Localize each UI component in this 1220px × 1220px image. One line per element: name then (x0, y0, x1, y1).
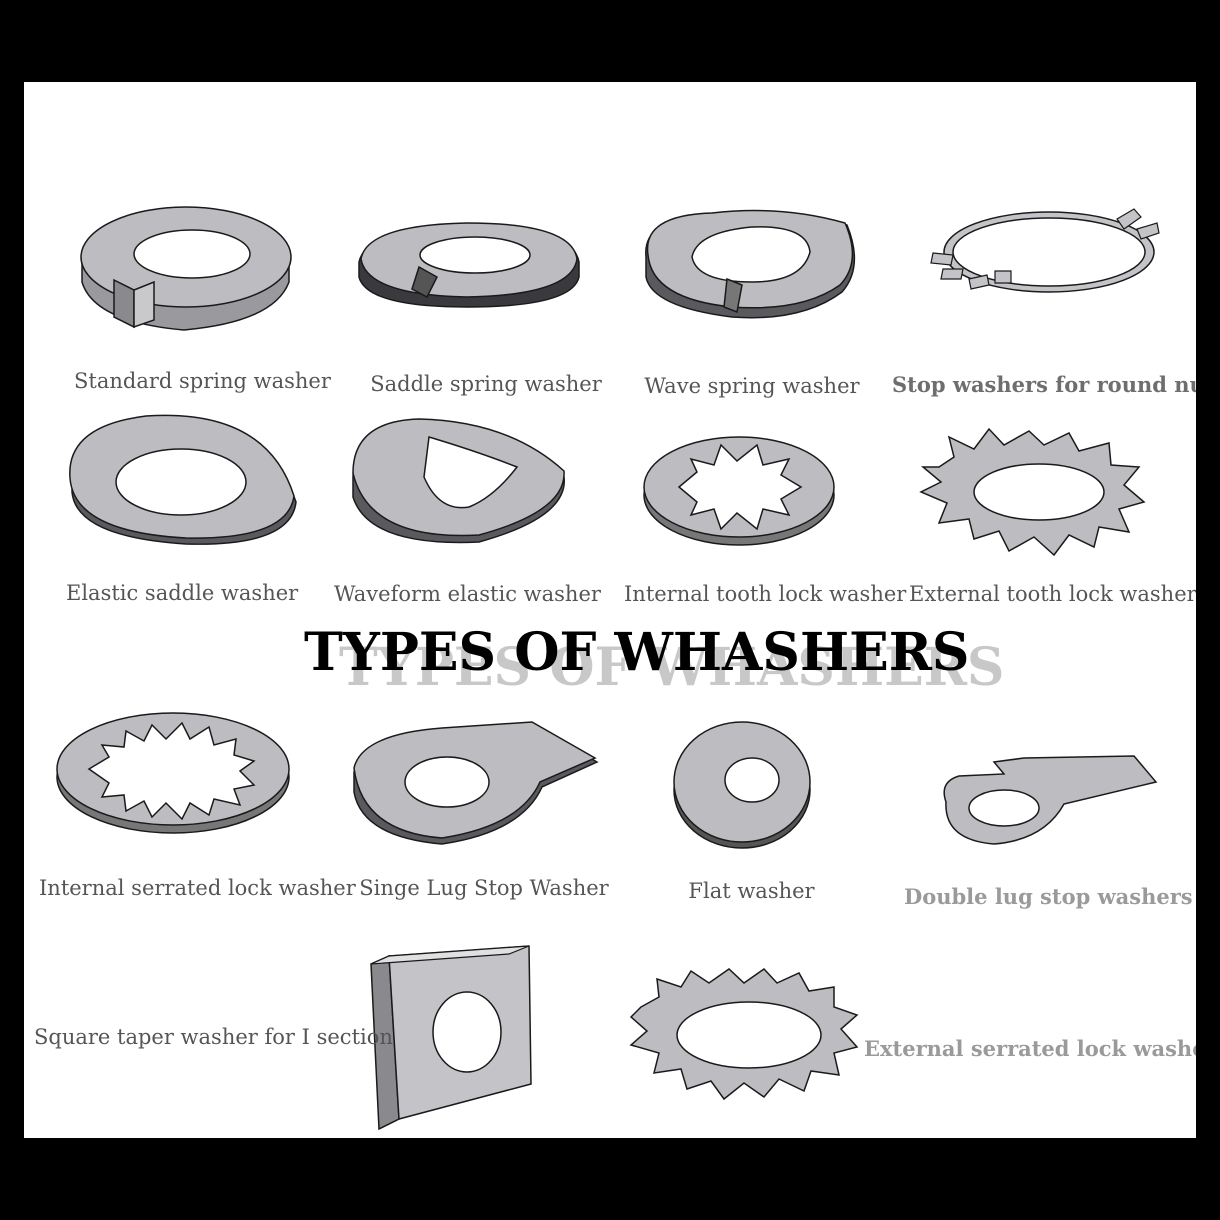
external-serrated-lock-washer-icon (629, 968, 859, 1101)
saddle-spring-washer-icon (358, 222, 580, 308)
washer-label-11: Flat washer (688, 879, 815, 903)
washer-label-7: Internal tooth lock washer (624, 582, 907, 606)
washer-label-9: Internal serrated lock washer (39, 876, 356, 900)
double-lug-stop-washer-icon (943, 755, 1158, 845)
washer-label-4: Stop washers for round nuts (892, 372, 1196, 397)
wave-spring-washer-icon (645, 209, 856, 319)
single-lug-stop-washer-icon (353, 721, 599, 845)
washer-label-13: Square taper washer for I section (34, 1025, 393, 1049)
internal-serrated-lock-washer-icon (56, 712, 290, 834)
washer-label-8: External tooth lock washer (909, 582, 1196, 606)
title-shadow: TYPES OF WHASHERS (339, 637, 1005, 698)
external-tooth-lock-washer-icon (919, 427, 1146, 557)
washer-label-14: External serrated lock washers (864, 1036, 1196, 1061)
washer-label-1: Standard spring washer (74, 369, 331, 393)
washer-label-5: Elastic saddle washer (66, 581, 299, 605)
washer-label-3: Wave spring washer (644, 374, 860, 398)
washer-label-10: Singe Lug Stop Washer (359, 876, 609, 900)
elastic-saddle-washer-icon (69, 414, 297, 545)
square-taper-washer-icon (370, 945, 532, 1131)
internal-tooth-lock-washer-icon (643, 436, 835, 546)
diagram-panel: TYPES OF WHASHERS TYPES OF WHASHERS Stan… (24, 82, 1196, 1138)
flat-washer-icon (673, 721, 811, 849)
washer-label-6: Waveform elastic washer (334, 582, 601, 606)
washer-label-2: Saddle spring washer (370, 372, 602, 396)
washer-label-12: Double lug stop washers (904, 884, 1193, 909)
waveform-elastic-washer-icon (352, 418, 565, 544)
stop-washer-round-nuts-icon (930, 208, 1160, 293)
page-title: TYPES OF WHASHERS (304, 622, 970, 683)
standard-spring-washer-icon (80, 206, 292, 331)
